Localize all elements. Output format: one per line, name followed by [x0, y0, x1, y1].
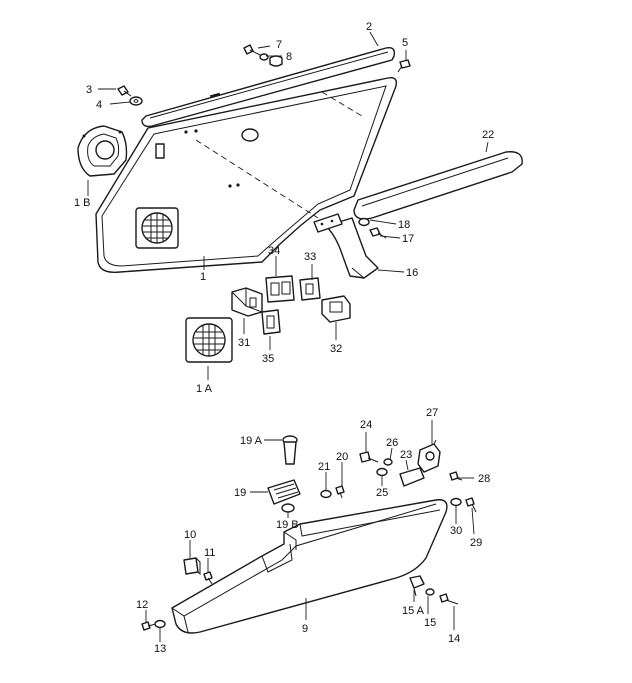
- screw-17: [369, 227, 387, 239]
- label-1b: 1 B: [74, 197, 91, 209]
- label-28: 28: [478, 473, 490, 485]
- pin-19a: [282, 435, 298, 465]
- label-17: 17: [402, 233, 414, 245]
- handle-cover-23: [399, 467, 427, 487]
- label-19: 19: [234, 487, 246, 499]
- label-15: 15: [424, 617, 436, 629]
- label-12: 12: [136, 599, 148, 611]
- screw-3: [117, 85, 132, 97]
- label-16: 16: [406, 267, 418, 279]
- label-11: 11: [204, 547, 215, 559]
- label-33: 33: [304, 251, 316, 263]
- label-25: 25: [376, 487, 388, 499]
- washer-19b: [281, 503, 295, 513]
- label-1: 1: [200, 271, 206, 283]
- washer-18: [358, 217, 370, 227]
- clip-10: [183, 557, 201, 576]
- label-23: 23: [400, 449, 412, 461]
- label-21: 21: [318, 461, 330, 473]
- loudspeaker-1b: [77, 125, 128, 177]
- label-29: 29: [470, 537, 482, 549]
- label-30: 30: [450, 525, 462, 537]
- trim-strip: [141, 46, 396, 128]
- armrest-bracket: [313, 213, 379, 279]
- screw-29: [465, 497, 477, 513]
- washer-26: [383, 458, 393, 466]
- armrest-pad: [353, 151, 523, 220]
- label-32: 32: [330, 343, 342, 355]
- label-34: 34: [268, 245, 280, 257]
- grip-19: [267, 479, 301, 505]
- screw-11: [203, 571, 213, 585]
- label-27: 27: [426, 407, 438, 419]
- label-35: 35: [262, 353, 274, 365]
- label-18: 18: [398, 219, 410, 231]
- label-14: 14: [448, 633, 460, 645]
- switch-34: [265, 275, 295, 303]
- label-31: 31: [238, 337, 250, 349]
- label-19a: 19 A: [240, 435, 263, 447]
- label-13: 13: [154, 643, 166, 655]
- screw-20: [335, 485, 345, 499]
- label-7: 7: [276, 39, 282, 51]
- label-4: 4: [96, 99, 102, 111]
- switch-35: [261, 309, 281, 335]
- washer-21: [320, 489, 332, 499]
- panel-dash-line-b: [321, 91, 363, 117]
- door-pocket: [171, 499, 448, 634]
- label-8: 8: [286, 51, 292, 63]
- label-2: 2: [366, 21, 372, 33]
- label-24: 24: [360, 419, 372, 431]
- screw-14: [439, 593, 459, 605]
- door-panel: [95, 76, 398, 273]
- label-3: 3: [86, 84, 92, 96]
- panel-dash-line-a: [195, 139, 319, 219]
- label-1a: 1 A: [196, 383, 213, 395]
- label-10: 10: [184, 529, 196, 541]
- label-20: 20: [336, 451, 348, 463]
- label-15a: 15 A: [402, 605, 425, 617]
- washer-15: [425, 588, 435, 596]
- clip-15a: [409, 575, 425, 597]
- label-5: 5: [402, 37, 408, 49]
- bracket-27: [417, 439, 441, 473]
- switch-31: [231, 287, 263, 317]
- screw-28: [449, 471, 463, 481]
- clip-7-8: [243, 44, 283, 67]
- speaker-grille-1a: [185, 317, 233, 363]
- washer-13: [154, 619, 166, 629]
- screw-5: [397, 59, 411, 73]
- screw-24: [359, 451, 379, 463]
- leader-lines: [87, 31, 489, 642]
- callout-labels: 1 1 A 1 B 2 3 4 5 7 8 9 10 11 12 13 14 1…: [74, 21, 494, 655]
- label-22: 22: [482, 129, 494, 141]
- washer-30: [450, 497, 462, 507]
- label-9: 9: [302, 623, 308, 635]
- switch-33: [299, 277, 321, 301]
- washer-4: [129, 96, 143, 106]
- label-26: 26: [386, 437, 398, 449]
- screw-12: [141, 621, 157, 631]
- label-19b: 19 B: [276, 519, 299, 531]
- washer-25: [376, 467, 388, 477]
- switch-32: [321, 295, 351, 323]
